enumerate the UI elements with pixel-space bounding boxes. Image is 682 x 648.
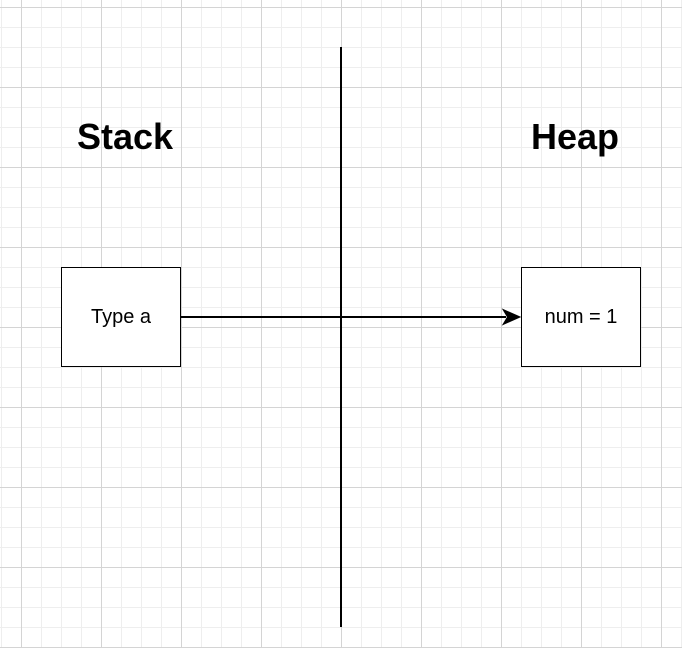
heap-object-label: num = 1 — [544, 305, 618, 328]
stack-variable-label: Type a — [90, 305, 152, 328]
stack-heading: Stack — [77, 116, 174, 157]
stack-variable-box: Type a — [61, 267, 181, 367]
heap-heading: Heap — [531, 116, 620, 157]
reference-arrow-head — [501, 308, 522, 326]
heap-object-box: num = 1 — [521, 267, 641, 367]
